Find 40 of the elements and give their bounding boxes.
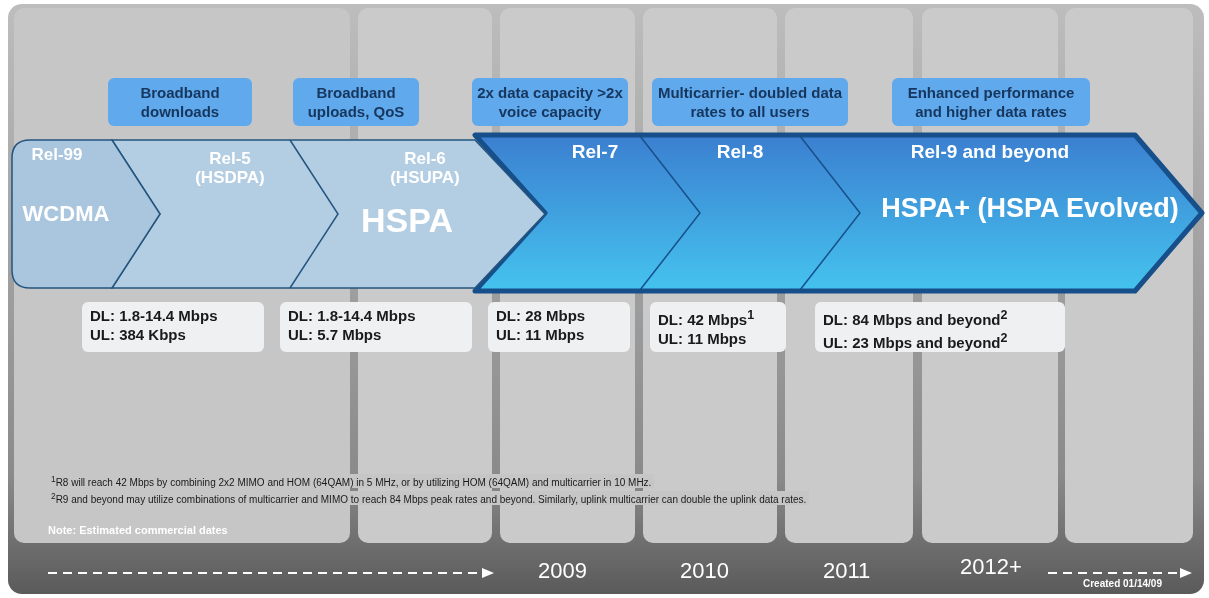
release-label: Rel-8 xyxy=(700,142,780,168)
technology-band xyxy=(112,140,545,288)
footnote: $^{1}$R8 will reach 42 Mbps by combining 2x2 MIMO and HOM (64QAM) in 5 MHz, or by utilizing HOM (64QAM) and multicarrier in 10 MHz. xyxy=(48,474,655,489)
data-rate-box xyxy=(280,302,472,352)
feature-callout: Broadband downloads xyxy=(108,78,252,126)
technology-band xyxy=(475,132,1205,294)
downlink-rate: DL: 42 Mbps$^{1}$ xyxy=(658,307,756,329)
year-label: 2012+ xyxy=(960,554,1022,580)
downlink-rate: DL: 28 Mbps xyxy=(496,306,587,325)
release-label: Rel-5 (HSDPA) xyxy=(180,150,280,192)
year-label: 2011 xyxy=(823,558,871,584)
uplink-rate: UL: 11 Mbps xyxy=(496,325,586,344)
release-label: Rel-9 and beyond xyxy=(880,142,1100,168)
data-rate-box xyxy=(82,302,264,352)
release-label: Rel-99 xyxy=(30,146,84,165)
data-rate-box xyxy=(815,302,1065,352)
technology-name: WCDMA xyxy=(21,202,111,227)
uplink-rate: UL: 384 Kbps xyxy=(90,325,187,344)
release-chevron-band xyxy=(12,140,160,288)
release-label: Rel-6 (HSUPA) xyxy=(370,150,480,192)
feature-callout: Broadband uploads, QoS xyxy=(293,78,419,126)
feature-callout: Enhanced performance and higher data rates xyxy=(892,78,1090,126)
uplink-rate: UL: 5.7 Mbps xyxy=(288,325,383,344)
feature-callout: 2x data capacity >2x voice capacity xyxy=(472,78,628,126)
footnote: $^{2}$R9 and beyond may utilize combinations of multicarrier and MIMO to reach 84 Mbps peak rates and beyond. Similarly, uplink multicarrier can double the uplink data rates. xyxy=(48,491,810,506)
downlink-rate: DL: 1.8-14.4 Mbps xyxy=(90,306,219,325)
uplink-rate: UL: 23 Mbps and beyond$^{2}$ xyxy=(823,330,1009,352)
data-rate-box xyxy=(488,302,630,352)
note: Note: Estimated commercial dates xyxy=(48,524,228,536)
technology-name: HSPA+ (HSPA Evolved) xyxy=(880,194,1180,224)
downlink-rate: DL: 1.8-14.4 Mbps xyxy=(288,306,417,325)
feature-callout: Multicarrier- doubled data rates to all users xyxy=(652,78,848,126)
release-label: Rel-7 xyxy=(560,142,630,168)
year-label: 2009 xyxy=(538,558,587,584)
data-rate-box xyxy=(650,302,786,352)
creation-date: Created 01/14/09 xyxy=(1083,578,1162,589)
year-label: 2010 xyxy=(680,558,729,584)
technology-name: HSPA xyxy=(360,202,454,240)
downlink-rate: DL: 84 Mbps and beyond$^{2}$ xyxy=(823,307,1009,329)
uplink-rate: UL: 11 Mbps xyxy=(658,329,748,348)
